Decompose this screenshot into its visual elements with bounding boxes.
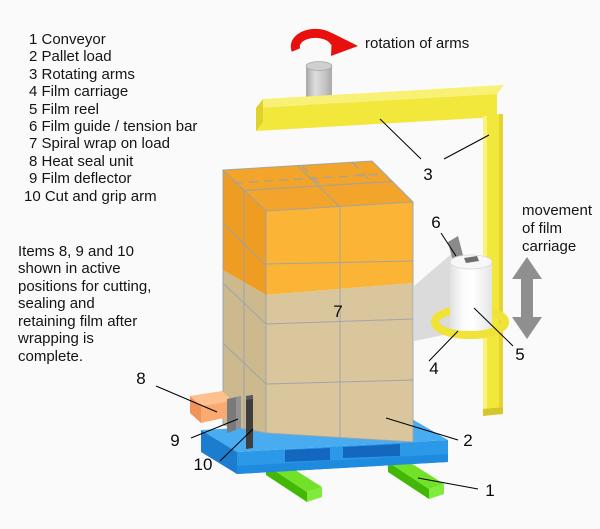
- legend-item-2: 2 Pallet load: [29, 48, 112, 65]
- callout-10: 10: [194, 455, 213, 474]
- leader-8: [155, 385, 218, 413]
- callout-3: 3: [423, 165, 432, 184]
- callout-numbers: 1 2 3 4 5 6 7 8 9 10: [136, 165, 524, 500]
- movement-line-1: movement: [522, 202, 593, 219]
- movement-of-film-carriage-label: movement of film carriage: [522, 202, 593, 255]
- callout-8: 8: [136, 369, 145, 388]
- cut-and-grip-arm: [246, 395, 253, 449]
- legend-item-1: 1 Conveyor: [29, 31, 106, 48]
- leader-1: [417, 477, 479, 490]
- leader-9: [190, 418, 239, 439]
- film-reel: [449, 254, 493, 337]
- legend-item-5: 5 Film reel: [29, 101, 99, 118]
- film-carriage-ring-front: [431, 321, 509, 339]
- legend-item-9: 9 Film deflector: [29, 170, 132, 187]
- note-line-6: wrapping is: [17, 330, 94, 347]
- leader-2: [385, 417, 459, 441]
- callout-1: 1: [485, 481, 494, 500]
- leader-3a: [379, 118, 422, 160]
- rotating-arm-beam: [256, 85, 504, 131]
- rotation-arrow-icon: [290, 28, 358, 56]
- legend-item-10: 10 Cut and grip arm: [24, 188, 157, 205]
- callout-9: 9: [170, 431, 179, 450]
- legend-item-7: 7 Spiral wrap on load: [29, 135, 170, 152]
- callout-6: 6: [431, 213, 440, 232]
- reel-core-slot: [464, 256, 479, 263]
- movement-line-2: of film: [522, 220, 562, 237]
- legend-item-4: 4 Film carriage: [29, 83, 128, 100]
- note-line-4: sealing and: [18, 295, 95, 312]
- legend-item-6: 6 Film guide / tension bar: [29, 118, 197, 135]
- leader-3b: [443, 134, 490, 160]
- note-line-1: Items 8, 9 and 10: [18, 243, 134, 260]
- leader-5: [473, 307, 514, 347]
- note-line-5: retaining film after: [18, 313, 137, 330]
- callout-4: 4: [429, 359, 438, 378]
- note-line-2: shown in active: [18, 260, 121, 277]
- callout-2: 2: [463, 431, 472, 450]
- leader-6: [440, 232, 457, 257]
- note-line-3: positions for cutting,: [18, 278, 151, 295]
- note: Items 8, 9 and 10 shown in active positi…: [17, 243, 151, 365]
- note-line-7: complete.: [18, 348, 83, 365]
- leader-4: [428, 330, 459, 362]
- legend-item-8: 8 Heat seal unit: [29, 153, 134, 170]
- rotation-of-arms-label: rotation of arms: [365, 35, 469, 52]
- leader-lines: [155, 118, 514, 490]
- legend: 1 Conveyor 2 Pallet load 3 Rotating arms…: [24, 31, 197, 205]
- conveyor-rail-right: [388, 458, 444, 499]
- callout-5: 5: [515, 345, 524, 364]
- callout-7: 7: [333, 302, 342, 321]
- legend-item-3: 3 Rotating arms: [29, 66, 135, 83]
- pallet-load: [221, 160, 415, 443]
- movement-arrow-icon: [512, 257, 542, 339]
- leader-10: [219, 428, 254, 462]
- movement-line-3: carriage: [522, 238, 576, 255]
- film-deflector-plate: [227, 396, 241, 433]
- film-sheet: [414, 250, 456, 341]
